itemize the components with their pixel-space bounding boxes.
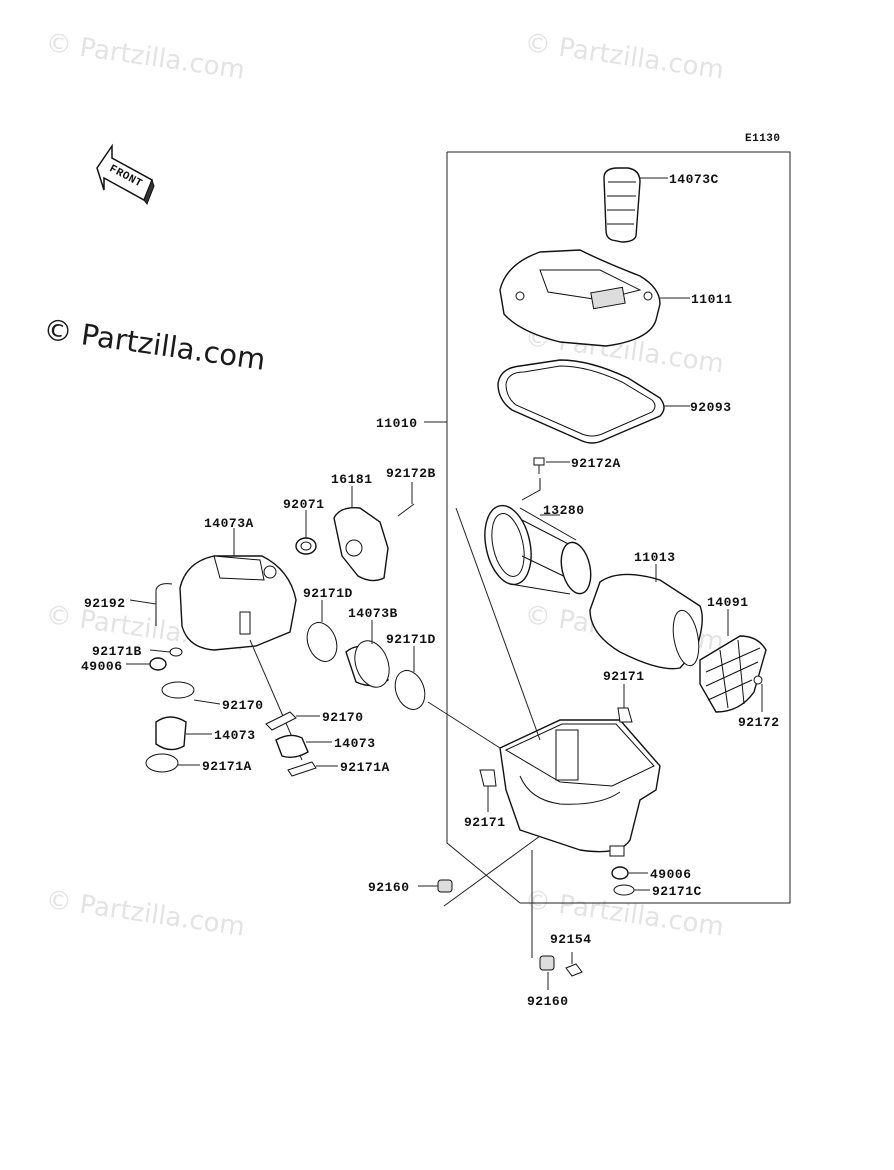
part-92172-screw[interactable] — [753, 675, 763, 712]
part-92171D-clamp-a[interactable] — [302, 600, 342, 666]
part-11010-case[interactable] — [427, 701, 661, 857]
label-92172A: 92172A — [571, 456, 621, 471]
part-14073-duct-middle[interactable] — [275, 734, 332, 759]
label-92170-a: 92170 — [222, 698, 264, 713]
part-92160-grommet-a[interactable] — [418, 835, 541, 907]
label-14073A: 14073A — [204, 516, 254, 531]
label-92171D-a: 92171D — [303, 586, 353, 601]
part-92171-clip-lower[interactable] — [479, 769, 497, 812]
label-92160-a: 92160 — [368, 880, 410, 895]
label-92171A-a: 92171A — [202, 759, 252, 774]
label-92172: 92172 — [738, 715, 780, 730]
part-92170-band-left[interactable] — [161, 681, 221, 705]
label-13280: 13280 — [543, 503, 585, 518]
label-92171C: 92171C — [652, 884, 702, 899]
part-11013-filter[interactable] — [589, 564, 703, 670]
part-16181-housing[interactable] — [333, 486, 389, 582]
label-92171B: 92171B — [92, 644, 142, 659]
part-92171C-clip[interactable] — [613, 884, 650, 896]
label-92093: 92093 — [690, 400, 732, 415]
part-92171D-clamp-b[interactable] — [390, 646, 430, 714]
label-49006-b: 49006 — [650, 867, 692, 882]
label-14091: 14091 — [707, 595, 749, 610]
part-13280-holder[interactable] — [478, 478, 595, 596]
part-49006-cap-left[interactable] — [126, 657, 167, 671]
part-14073C-snorkel[interactable] — [603, 167, 668, 243]
label-14073C: 14073C — [669, 172, 719, 187]
part-92160-grommet-b[interactable] — [531, 850, 555, 990]
diagram-code: E1130 — [745, 133, 781, 145]
part-92171A-clamp-left[interactable] — [145, 753, 200, 773]
label-92170-b: 92170 — [322, 710, 364, 725]
label-11013: 11013 — [634, 550, 676, 565]
part-92172B-screw[interactable] — [397, 482, 415, 517]
label-92171-a: 92171 — [603, 669, 645, 684]
assembly-bracket — [424, 151, 791, 904]
part-92171B-clip[interactable] — [149, 647, 183, 657]
label-92172B: 92172B — [386, 466, 436, 481]
label-14073-a: 14073 — [214, 728, 256, 743]
part-11011-cover[interactable] — [499, 249, 690, 347]
part-14091-screen[interactable] — [699, 609, 767, 713]
part-14073A-inlet[interactable] — [179, 528, 303, 761]
part-92171-clip-upper[interactable] — [617, 684, 633, 723]
part-92171A-clamp-middle[interactable] — [287, 761, 338, 777]
front-arrow-icon: FRONT — [96, 143, 155, 206]
label-92160-b: 92160 — [527, 994, 569, 1009]
part-14073-duct-left[interactable] — [155, 716, 212, 751]
label-92171-b: 92171 — [464, 815, 506, 830]
label-14073B: 14073B — [348, 606, 398, 621]
label-92154: 92154 — [550, 932, 592, 947]
label-14073-b: 14073 — [334, 736, 376, 751]
part-92192-hose[interactable] — [129, 583, 173, 626]
label-92171A-b: 92171A — [340, 760, 390, 775]
label-92192: 92192 — [84, 596, 126, 611]
label-92171D-b: 92171D — [386, 632, 436, 647]
part-14073B-boot[interactable] — [345, 620, 395, 692]
label-16181: 16181 — [331, 472, 373, 487]
part-92172A-screw[interactable] — [533, 457, 570, 474]
part-92170-band-middle[interactable] — [265, 711, 320, 731]
part-92071-grommet[interactable] — [295, 510, 317, 555]
label-92071: 92071 — [283, 497, 325, 512]
part-92154-bolt[interactable] — [565, 952, 583, 977]
label-11011: 11011 — [691, 292, 733, 307]
part-92093-gasket[interactable] — [497, 359, 690, 444]
label-49006-a: 49006 — [81, 659, 123, 674]
label-11010: 11010 — [376, 416, 418, 431]
part-49006-cap-right[interactable] — [611, 866, 648, 880]
